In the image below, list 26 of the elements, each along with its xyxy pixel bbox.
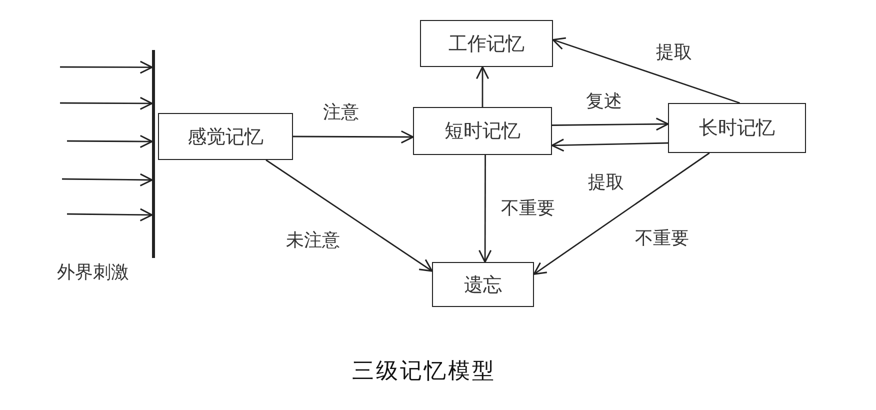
caption: 三级记忆模型 — [352, 358, 496, 386]
arrow — [60, 96, 153, 110]
vertical-bar — [152, 50, 155, 258]
process-box — [413, 107, 552, 155]
side-label: 外界刺激 — [57, 261, 129, 284]
box-label: 长时记忆 — [699, 116, 775, 141]
box-label: 工作记忆 — [448, 32, 524, 56]
arrow — [552, 118, 669, 131]
arrow — [478, 155, 492, 263]
arrow — [60, 60, 153, 74]
process-box — [668, 103, 806, 153]
box-label: 感觉记忆 — [188, 124, 264, 150]
box-label: 短时记忆 — [444, 119, 520, 144]
arrow — [67, 134, 153, 148]
arrow — [551, 138, 668, 152]
arrow — [62, 173, 153, 186]
process-box — [420, 20, 553, 67]
box-label: 遗忘 — [464, 272, 502, 298]
arrow — [476, 66, 490, 107]
arrow — [293, 130, 414, 144]
arrow — [552, 37, 740, 104]
arrow — [533, 152, 710, 275]
process-box — [432, 262, 534, 307]
arrow — [67, 208, 153, 222]
arrow — [266, 159, 433, 272]
process-box — [158, 113, 293, 160]
